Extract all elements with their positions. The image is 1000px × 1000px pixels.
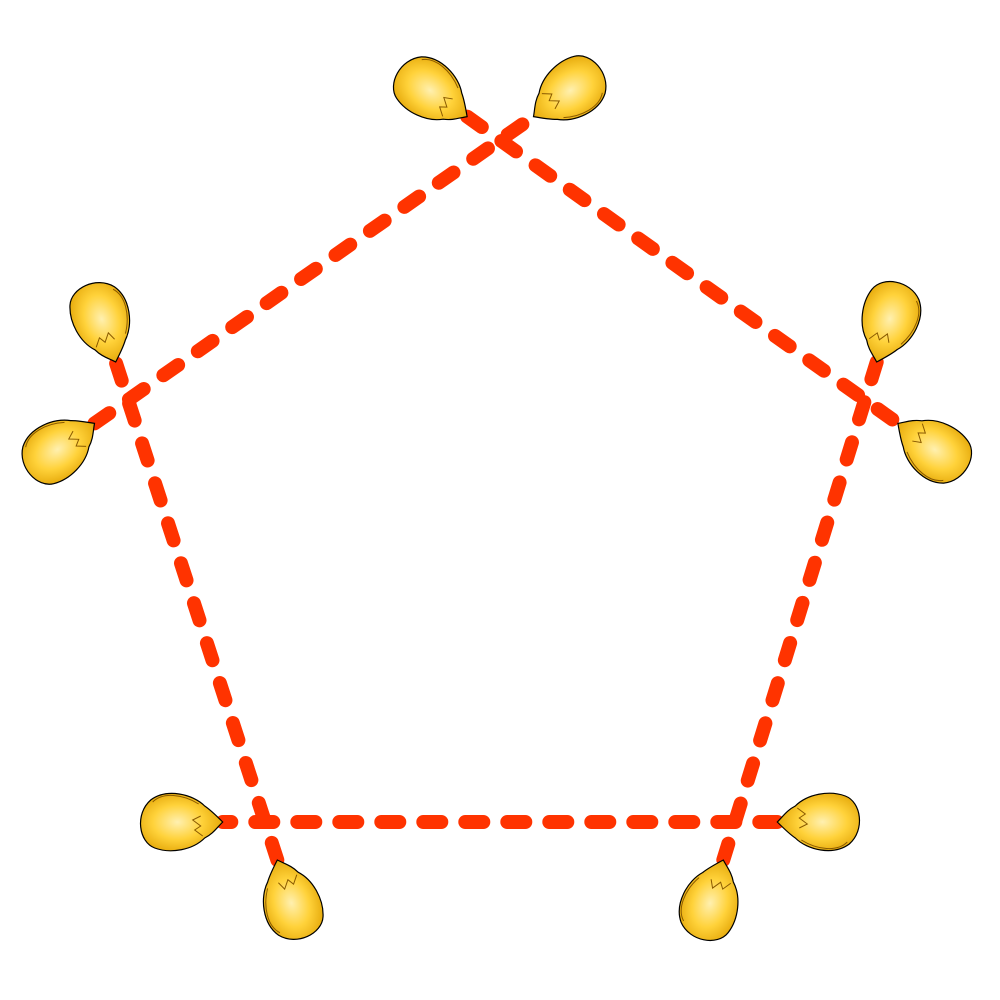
yellow-orbital-lobe-icon	[62, 274, 144, 372]
yellow-orbital-lobe-icon	[516, 45, 618, 141]
tether-edge	[460, 109, 905, 431]
yellow-orbital-lobe-icon	[848, 274, 929, 371]
yellow-orbital-lobe-icon	[139, 792, 224, 852]
yellow-orbital-lobe-icon	[671, 851, 752, 948]
yellow-orbital-lobe-icon	[249, 850, 331, 948]
tether-edge	[108, 355, 285, 867]
tether-edge	[87, 109, 541, 431]
yellow-orbital-lobe-icon	[776, 792, 861, 852]
tether-edge	[716, 355, 884, 867]
tether-lines	[87, 109, 905, 867]
